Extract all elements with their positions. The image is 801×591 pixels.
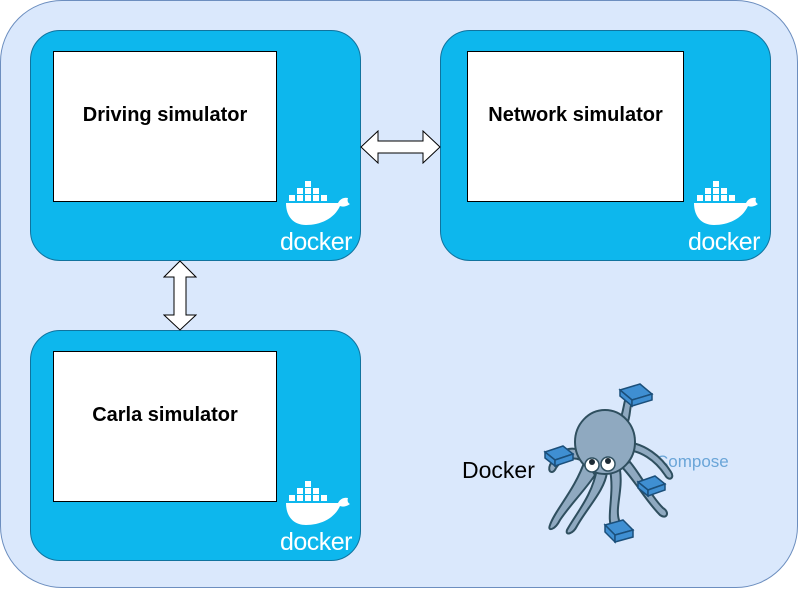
docker-logo-text: docker — [279, 528, 353, 556]
docker-logo-icon: docker — [680, 179, 770, 259]
docker-logo-icon: docker — [272, 179, 362, 259]
carla-simulator-label: Carla simulator — [92, 404, 238, 426]
driving-simulator-box: Driving simulator — [53, 51, 277, 202]
carla-simulator-container: Carla simulator docker — [30, 330, 361, 561]
docker-logo-text: docker — [687, 228, 761, 256]
docker-whale-icon — [286, 181, 350, 225]
network-simulator-box: Network simulator — [467, 51, 684, 202]
driving-simulator-label: Driving simulator — [82, 104, 248, 126]
network-simulator-label: Network simulator — [488, 104, 663, 126]
double-arrow-driving-network — [360, 130, 441, 164]
driving-simulator-container: Driving simulator docker — [30, 30, 361, 261]
docker-whale-icon — [694, 181, 758, 225]
double-arrow-driving-carla — [163, 260, 197, 331]
octopus-icon — [543, 383, 674, 544]
docker-logo-text: docker — [279, 228, 353, 256]
docker-whale-icon — [286, 481, 350, 525]
docker-logo-icon: docker — [272, 479, 362, 559]
network-simulator-container: Network simulator docker — [440, 30, 771, 261]
docker-compose-docker-text: Docker — [462, 457, 535, 483]
carla-simulator-box: Carla simulator — [53, 351, 277, 502]
docker-compose-logo: Docker Compose — [455, 380, 755, 560]
octopus-eyes — [584, 456, 616, 473]
docker-compose-compose-text: Compose — [656, 452, 729, 471]
